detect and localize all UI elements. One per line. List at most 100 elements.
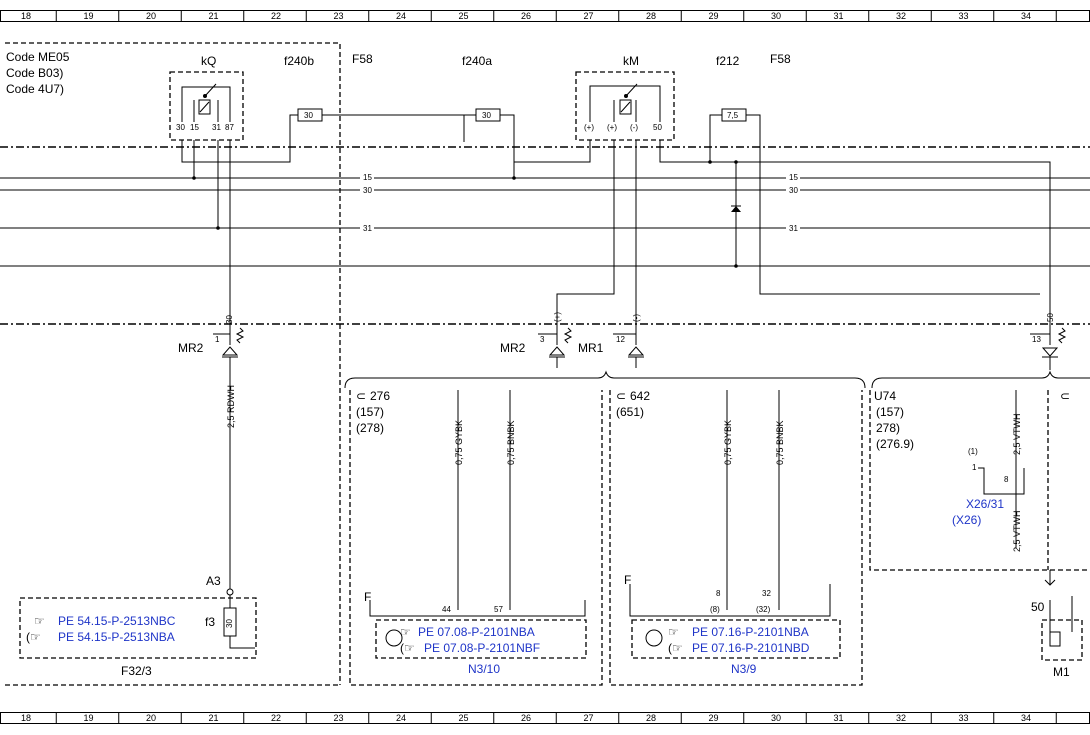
fuse-f240b-label: f240b: [284, 54, 314, 68]
ruler-label: 29: [709, 11, 719, 21]
n310-box: [375, 619, 587, 659]
f3-label: f3: [205, 615, 215, 629]
ruler-label: 21: [209, 713, 219, 723]
km-pin-minus: (-): [630, 123, 638, 132]
frame-n310: [349, 390, 603, 686]
ruler-label: 19: [84, 713, 94, 723]
fuse-f240b: [297, 108, 323, 122]
mr2-mid-num: 3: [540, 335, 545, 344]
ruler-label: 31: [834, 713, 844, 723]
x26-eight: 8: [1004, 475, 1009, 484]
ref-n39-b[interactable]: PE 07.16-P-2101NBD: [692, 641, 810, 655]
ref-f32-a[interactable]: PE 54.15-P-2513NBC: [58, 614, 176, 628]
ref-f32-b[interactable]: PE 54.15-P-2513NBA: [58, 630, 175, 644]
ruler-label: 30: [771, 11, 781, 21]
u74-group-3: (276.9): [876, 437, 914, 451]
x26-label[interactable]: (X26): [952, 513, 981, 527]
transistor-icon-2: [645, 629, 663, 647]
n39-label[interactable]: N3/9: [731, 662, 757, 676]
ruler-label: 32: [896, 11, 906, 21]
ruler-label: 33: [959, 713, 969, 723]
relay-km-label: kM: [623, 54, 639, 68]
bus-label-31-right: 31: [789, 224, 798, 233]
ruler-label: 29: [709, 713, 719, 723]
x26-one-paren: (1): [968, 447, 978, 456]
svg-text:⊂: ⊂: [1060, 389, 1070, 403]
f32-3-box: [19, 597, 257, 659]
n39-pin-8-alt: (8): [710, 605, 720, 614]
brace-right: [871, 370, 1090, 389]
n310-label[interactable]: N3/10: [468, 662, 500, 676]
ruler-label: 19: [84, 11, 94, 21]
ruler-label: 23: [334, 713, 344, 723]
n39-f-label: F: [624, 573, 631, 587]
wire-bnbk-1: 0,75 BNBK: [506, 420, 516, 465]
x26-31-label[interactable]: X26/31: [966, 497, 1004, 511]
n310-group: ⊂276 (157) (278): [356, 389, 390, 435]
x26-one: 1: [972, 463, 977, 472]
n39-group-2: (651): [616, 405, 644, 419]
ruler-label: 26: [521, 713, 531, 723]
ruler-label: 21: [209, 11, 219, 21]
n39-group-1: 642: [630, 389, 650, 403]
brace-n3: [344, 370, 866, 389]
bus-label-15-left: 15: [363, 173, 372, 182]
n310-group-2: (157): [356, 405, 384, 419]
fuse-f212-value: 7,5: [727, 111, 739, 120]
ruler-label: 34: [1021, 11, 1031, 21]
code-label-3: Code 4U7): [6, 82, 64, 96]
mr1-num: 12: [616, 335, 625, 344]
ruler-label: 27: [584, 11, 594, 21]
mr2-left-num: 1: [215, 335, 220, 344]
u74-label: U74: [874, 389, 896, 403]
fuse-f240a-label: f240a: [462, 54, 492, 68]
ruler-label: 28: [646, 11, 656, 21]
ruler-label: 25: [459, 11, 469, 21]
n310-group-1: 276: [370, 389, 390, 403]
right-num: 13: [1032, 335, 1041, 344]
ruler-label: 22: [271, 11, 281, 21]
kq-pin-15: 15: [190, 123, 199, 132]
connector-mr2-mid: MR2: [500, 341, 526, 355]
n39-pin-8: 8: [716, 589, 721, 598]
svg-text:(☞: (☞: [400, 641, 415, 655]
m1-box: [1041, 619, 1083, 661]
wire-gybk-2: 0,75 GYBK: [723, 420, 733, 465]
km-pin-50: 50: [653, 123, 662, 132]
kq-pin-87: 87: [225, 123, 234, 132]
km-pin-plus-1: (+): [584, 123, 594, 132]
ruler-label: 20: [146, 713, 156, 723]
m1-pin-50: 50: [1031, 600, 1045, 614]
fuse-f3-value: 30: [225, 619, 234, 628]
ref-n310-a[interactable]: PE 07.08-P-2101NBA: [418, 625, 535, 639]
fuse-f240b-value: 30: [304, 111, 313, 120]
n39-group: ⊂ 642 (651): [616, 389, 650, 419]
fuse-box-f58-right: F58: [770, 52, 791, 66]
ruler-label: 22: [271, 713, 281, 723]
connector-mr1: MR1: [578, 341, 604, 355]
n39-pin-32-alt: (32): [756, 605, 771, 614]
ref-n310-b[interactable]: PE 07.08-P-2101NBF: [424, 641, 540, 655]
svg-text:⊂: ⊂: [616, 389, 626, 403]
ruler-label: 23: [334, 11, 344, 21]
svg-text:☞: ☞: [34, 614, 45, 628]
relay-kq-label: kQ: [201, 54, 216, 68]
ref-n39-a[interactable]: PE 07.16-P-2101NBA: [692, 625, 809, 639]
relay-km-box: [575, 71, 675, 141]
frame-u74: [869, 390, 1090, 571]
u74-group-1: (157): [876, 405, 904, 419]
ruler-label: 31: [834, 11, 844, 21]
svg-text:(☞: (☞: [26, 630, 41, 644]
left-section-frame: [5, 42, 341, 685]
bus-label-30-right: 30: [789, 186, 798, 195]
fuse-f212: [721, 108, 747, 122]
ruler-label: 18: [21, 11, 31, 21]
m1-label: M1: [1053, 665, 1070, 679]
fuse-f212-label: f212: [716, 54, 740, 68]
ruler-label: 18: [21, 713, 31, 723]
fuse-box-f58-left: F58: [352, 52, 373, 66]
kq-pin-30: 30: [176, 123, 185, 132]
f32-3-label: F32/3: [121, 664, 152, 678]
ruler-label: 34: [1021, 713, 1031, 723]
